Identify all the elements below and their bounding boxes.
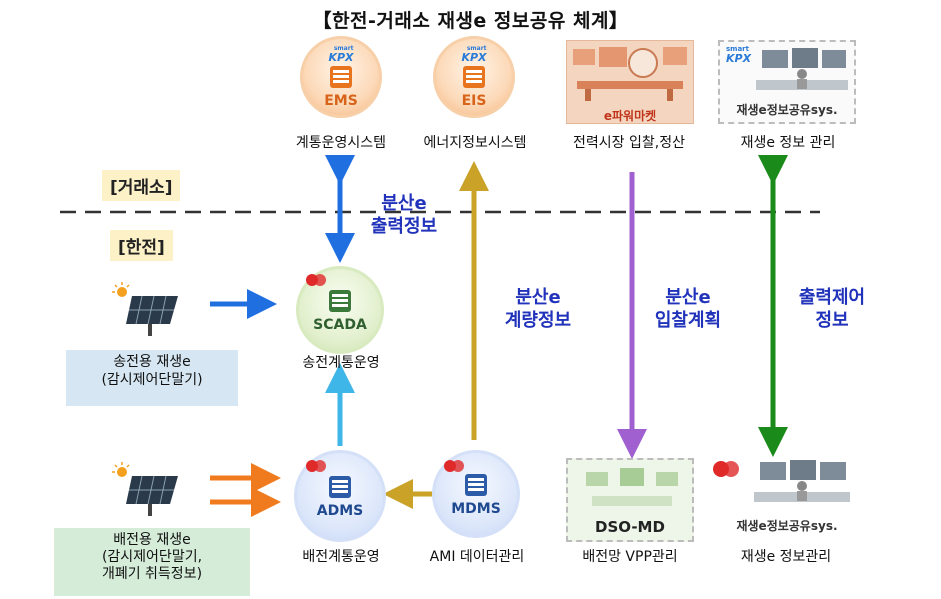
- eis-label: 에너지정보시스템: [423, 135, 527, 151]
- zone-label-exchange: [거래소]: [102, 170, 181, 201]
- scada-label: 송전계통운영: [302, 355, 380, 371]
- flow-label-output-line2: 출력정보: [370, 216, 438, 238]
- database-icon: [329, 290, 351, 312]
- kpx-logo-text: KPX: [726, 52, 752, 65]
- dso-badge: DSO-MD: [595, 518, 665, 536]
- database-icon: [330, 65, 352, 88]
- kpx-logo-text: KPX: [328, 50, 354, 64]
- share-system-kpx-node[interactable]: smart KPX 재생e정보공유sys.: [718, 40, 856, 124]
- epower-label: 전력시장 입찰,정산: [573, 135, 685, 151]
- operator-desk-icon: [756, 48, 848, 90]
- flow-label-control-line1: 출력제어: [798, 287, 866, 308]
- flow-label-metering-line1: 분산e: [515, 287, 561, 308]
- ems-node[interactable]: smart KPX EMS: [300, 36, 382, 118]
- adms-badge: ADMS: [316, 503, 364, 519]
- vpp-network-icon: [586, 468, 678, 506]
- distribution-source-line2: (감시제어단말기,: [101, 548, 203, 565]
- flow-label-metering: 분산e 계량정보: [488, 286, 588, 333]
- flow-label-bidding-line2: 입찰계획: [654, 310, 722, 332]
- flow-label-control-line2: 정보: [815, 310, 849, 332]
- kpx-logo: smart KPX: [461, 44, 487, 64]
- dso-md-node[interactable]: DSO-MD: [566, 458, 694, 542]
- share-kepco-label: 재생e 정보관리: [740, 549, 832, 565]
- database-icon: [329, 476, 351, 498]
- transmission-source-line2: (감시제어단말기): [101, 371, 203, 388]
- flow-label-output: 분산e 출력정보: [354, 192, 454, 239]
- share-kpx-badge: 재생e정보공유sys.: [736, 103, 838, 117]
- kepco-logo-icon: [444, 460, 464, 472]
- epower-badge: e파워마켓: [603, 109, 657, 123]
- solar-panel-icon: [112, 462, 178, 516]
- flow-label-output-line1: 분산e: [381, 193, 427, 214]
- kpx-logo: smart KPX: [328, 44, 354, 64]
- ems-label: 계통운영시스템: [295, 135, 387, 151]
- distribution-source-box: 배전용 재생e (감시제어단말기, 개폐기 취득정보): [54, 528, 250, 596]
- scada-node[interactable]: SCADA: [296, 266, 384, 354]
- flow-label-control: 출력제어 정보: [782, 286, 882, 333]
- kepco-logo-icon: [306, 460, 326, 472]
- share-kepco-badge: 재생e정보공유sys.: [736, 519, 838, 533]
- distribution-source-line3: 개폐기 취득정보): [101, 565, 203, 582]
- solar-panel-icon: [112, 282, 178, 336]
- zone-label-kepco: [한전]: [110, 230, 173, 261]
- adms-node[interactable]: ADMS: [294, 450, 386, 542]
- epower-market-node[interactable]: e파워마켓: [566, 40, 694, 124]
- mdms-node[interactable]: MDMS: [432, 450, 520, 538]
- distribution-source-line1: 배전용 재생e: [113, 532, 191, 548]
- database-icon: [465, 474, 487, 496]
- diagram-title: 【한전-거래소 재생e 정보공유 체계】: [312, 10, 629, 32]
- trading-floor-icon: [573, 47, 687, 101]
- share-kpx-label: 재생e 정보 관리: [740, 135, 836, 151]
- ems-badge: EMS: [324, 92, 358, 109]
- kpx-logo-small: smart: [726, 45, 749, 53]
- transmission-source-line1: 송전용 재생e: [113, 354, 191, 370]
- kpx-logo-small: smart: [466, 44, 487, 52]
- kpx-logo-text: KPX: [461, 50, 487, 64]
- kepco-logo-icon: [713, 461, 739, 477]
- mdms-label: AMI 데이터관리: [429, 549, 525, 565]
- scada-badge: SCADA: [313, 317, 367, 333]
- share-system-kepco-node[interactable]: 재생e정보공유sys.: [712, 456, 862, 540]
- flow-label-bidding: 분산e 입찰계획: [638, 286, 738, 333]
- adms-label: 배전계통운영: [302, 549, 380, 565]
- transmission-source-box: 송전용 재생e (감시제어단말기): [66, 350, 238, 406]
- dso-label: 배전망 VPP관리: [582, 549, 678, 565]
- kpx-logo-small: smart: [333, 44, 354, 52]
- mdms-badge: MDMS: [451, 501, 501, 517]
- eis-badge: EIS: [461, 92, 487, 109]
- database-icon: [463, 65, 485, 88]
- eis-node[interactable]: smart KPX EIS: [433, 36, 515, 118]
- flow-label-metering-line2: 계량정보: [504, 310, 572, 332]
- operator-desk-icon: [754, 460, 850, 502]
- flow-label-bidding-line1: 분산e: [665, 287, 711, 308]
- kpx-logo: smart KPX: [726, 45, 752, 65]
- kepco-logo-icon: [306, 274, 326, 286]
